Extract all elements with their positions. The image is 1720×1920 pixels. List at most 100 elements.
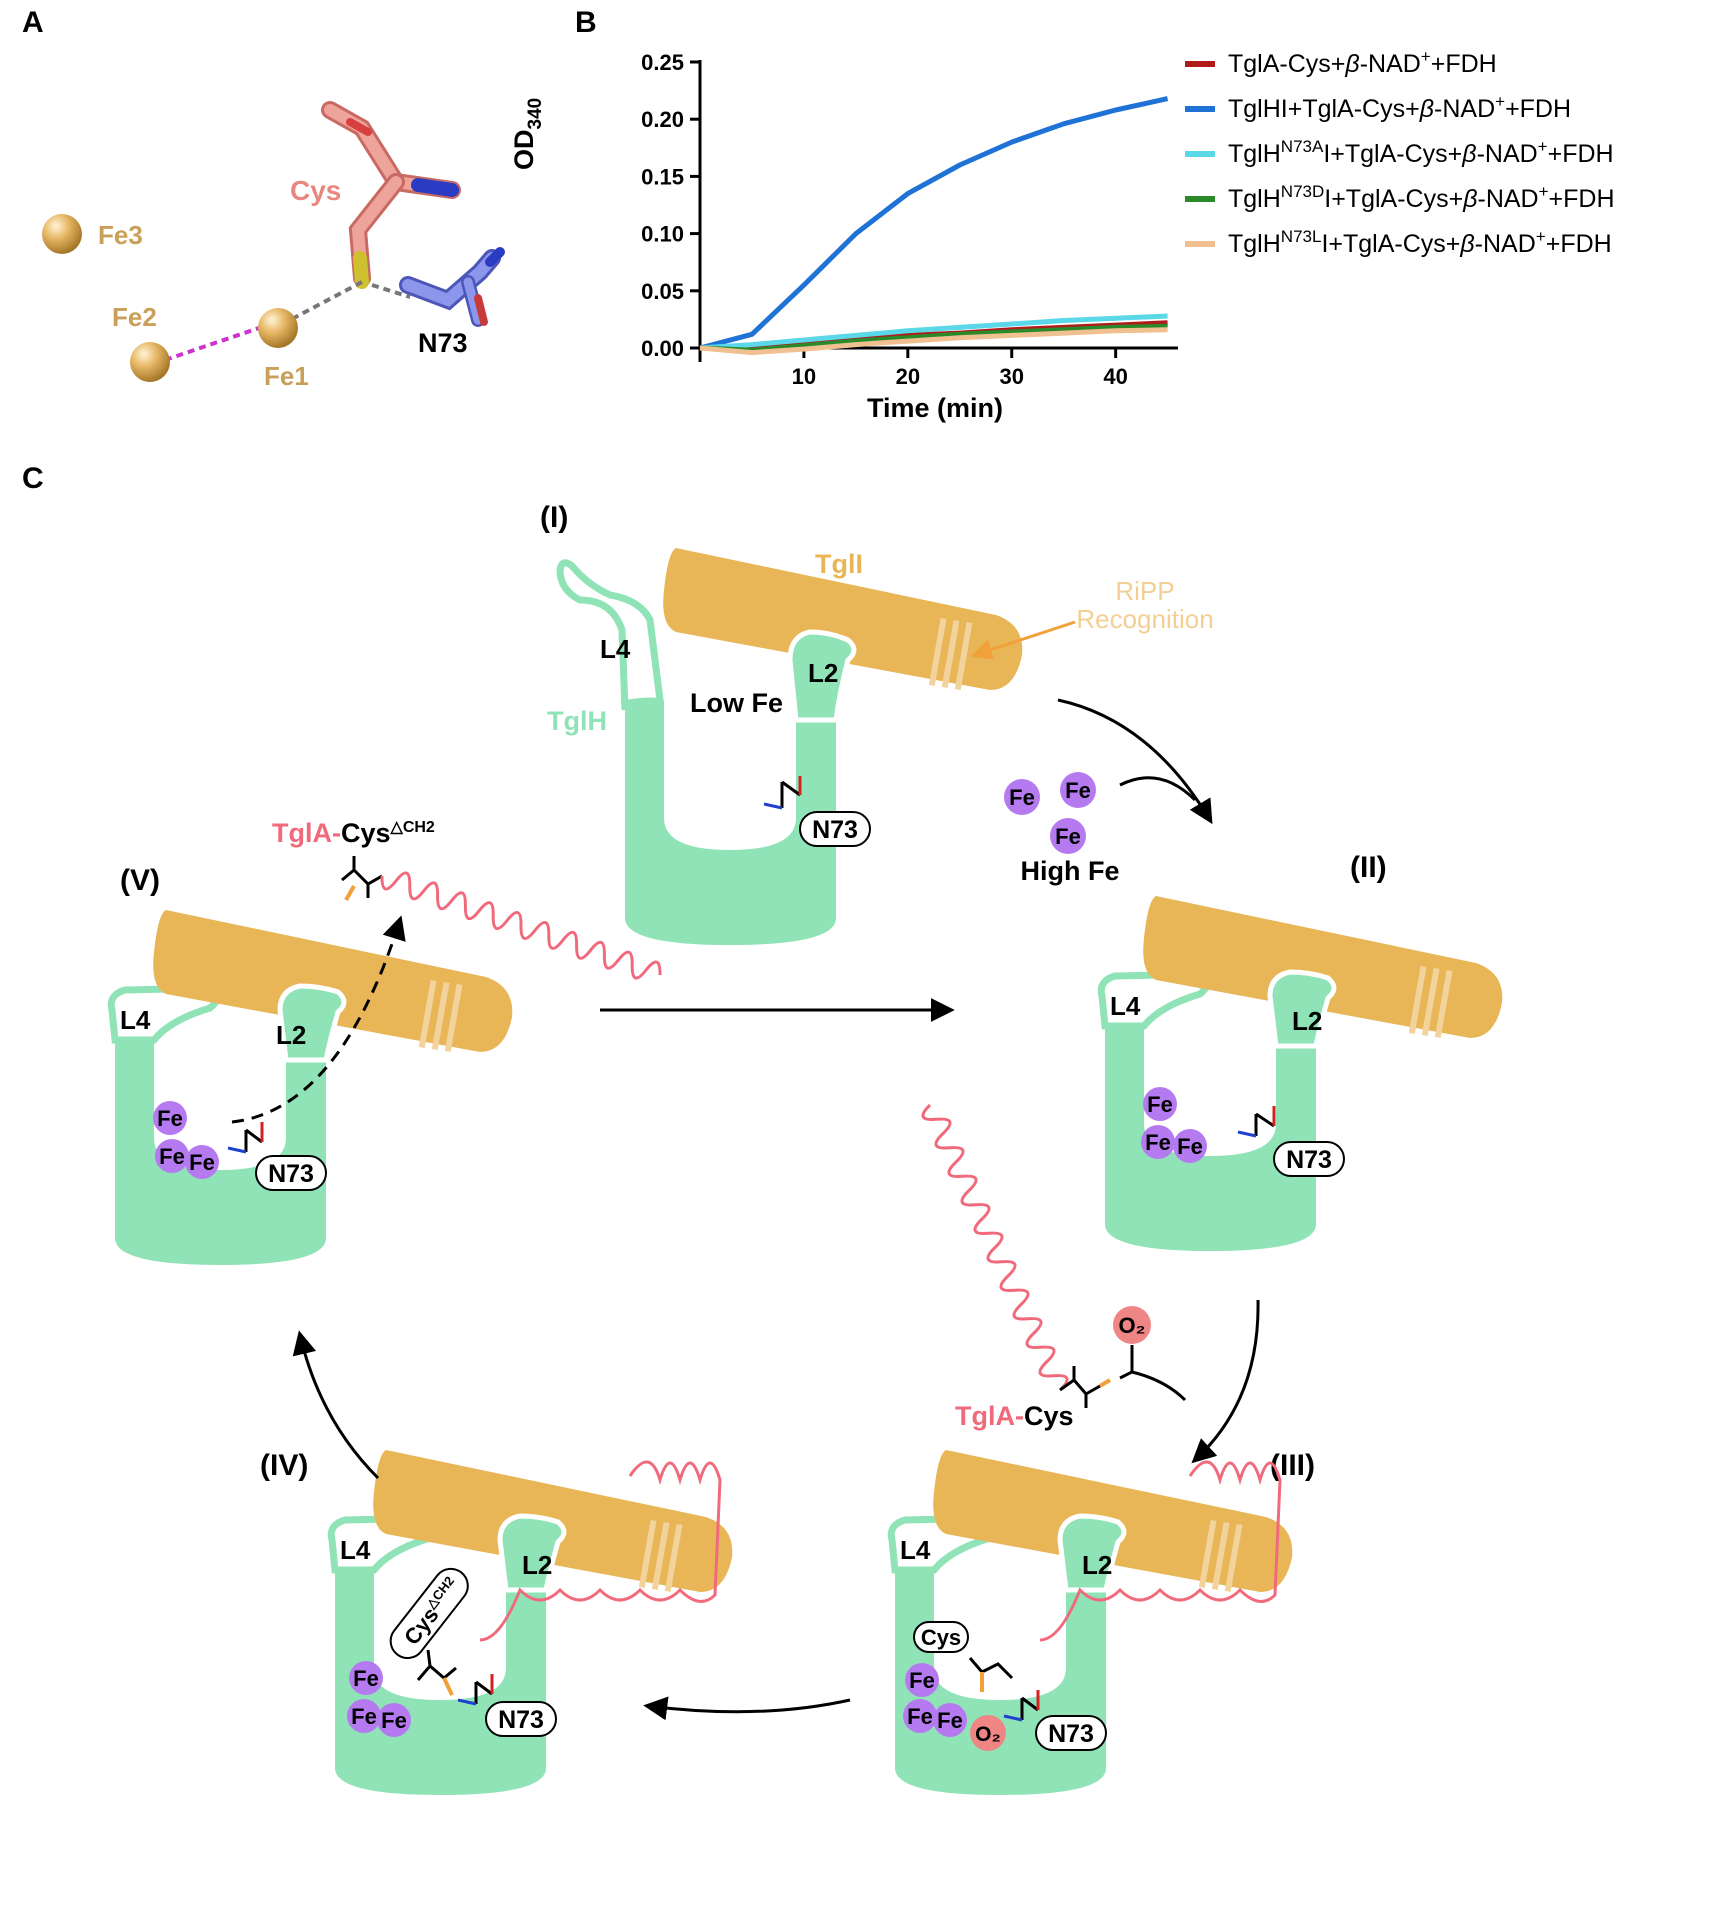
l4-loop <box>556 559 664 711</box>
state-4-label: (IV) <box>260 1449 308 1482</box>
tglI-label: TglI <box>815 549 863 579</box>
panel-a-structure: Cys Fe3 Fe2 Fe1 N73 <box>42 101 505 391</box>
l2-label: L2 <box>1082 1550 1112 1580</box>
fe2-sphere <box>130 342 170 382</box>
s-fe1-contact <box>289 280 363 322</box>
l2-label: L2 <box>276 1020 306 1050</box>
fe-ion: Fe <box>351 1704 377 1729</box>
l2-label: L2 <box>1292 1006 1322 1036</box>
legend-entry-4: TglHN73LI+TglA-Cys+β-NAD++FDH <box>1228 227 1612 258</box>
tglI-bar <box>1143 896 1503 1038</box>
state-5-label: (V) <box>120 864 160 897</box>
series-line-2 <box>699 313 1168 351</box>
tglI-bar <box>153 910 513 1052</box>
chart-legend: TglA-Cys+β-NAD++FDH TglHI+TglA-Cys+β-NAD+… <box>1185 47 1615 258</box>
tglA-chain <box>479 1460 722 1642</box>
arrow-i-to-ii <box>1057 698 1213 825</box>
l2-loop <box>1057 1513 1127 1593</box>
fe2-label: Fe2 <box>112 302 157 332</box>
l4-label: L4 <box>120 1005 151 1035</box>
legend-entry-2: TglHN73AI+TglA-Cys+β-NAD++FDH <box>1228 137 1614 168</box>
fe-ion: Fe <box>159 1144 185 1169</box>
arrow-iii-to-iv <box>643 1696 851 1721</box>
legend-entry-0: TglA-Cys+β-NAD++FDH <box>1228 47 1497 78</box>
high-fe-label: High Fe <box>1021 856 1120 886</box>
fe-ion: Fe <box>909 1668 935 1693</box>
fe-ion: Fe <box>189 1150 215 1175</box>
ripp-arrow <box>971 620 1076 660</box>
tglh-pocket <box>374 1570 506 1700</box>
tglh-pocket <box>154 1040 286 1170</box>
state-1-label: (I) <box>540 501 568 534</box>
x-tick-label: 10 <box>792 364 816 389</box>
tglA-substrate: O₂ TglA-Cys <box>921 1103 1187 1431</box>
o2-molecule <box>1113 1306 1151 1344</box>
tglA-cys-dch2-label: TglA-Cys△CH2 <box>272 818 435 848</box>
n73-residue: N73 <box>457 1674 557 1737</box>
y-tick-label: 0.10 <box>641 222 684 247</box>
state-2: (II) L4 L2 Fe Fe Fe N73 <box>1097 851 1503 1251</box>
arrow-iv-to-v <box>292 1330 380 1480</box>
n73-tag: N73 <box>498 1706 544 1734</box>
l4-label: L4 <box>600 634 631 664</box>
n73-tag: N73 <box>268 1160 314 1188</box>
panel-c-letter: C <box>22 462 44 495</box>
panel-a-letter: A <box>22 6 44 39</box>
ripp-line2: Recognition <box>1076 604 1213 634</box>
n73-residue: N73 <box>763 776 871 847</box>
l2-loop <box>277 983 347 1063</box>
x-tick-label: 40 <box>1103 364 1127 389</box>
tglH-label: TglH <box>547 706 607 736</box>
tglh-pocket <box>934 1570 1066 1700</box>
n73-tag: N73 <box>812 816 858 844</box>
tglI-bar <box>663 548 1023 690</box>
y-tick-label: 0.25 <box>641 50 684 75</box>
tglA-cys-label: TglA-Cys <box>955 1401 1074 1431</box>
y-tick-label: 0.15 <box>641 164 684 189</box>
fe-ion: Fe <box>907 1704 933 1729</box>
arrow-fe-join <box>1119 776 1197 802</box>
n73-residue: N73 <box>227 1122 327 1191</box>
l2-label: L2 <box>808 658 838 688</box>
ripp-line1: RiPP <box>1115 576 1174 606</box>
s-n73-contact <box>371 283 411 299</box>
arrow-ii-to-iii <box>1191 1299 1260 1464</box>
released-product: TglA-Cys△CH2 <box>272 818 662 980</box>
n73-stick <box>399 247 505 327</box>
panel-b-letter: B <box>575 6 597 39</box>
tglh-pocket <box>1144 1026 1276 1156</box>
l2-loop <box>1267 969 1337 1049</box>
n73-residue: N73 <box>1003 1690 1107 1751</box>
x-tick-label: 20 <box>896 364 920 389</box>
state-4: (IV) L4 L2 Cys△CH2 Fe Fe Fe N73 <box>260 1449 733 1795</box>
y-tick-label: 0.20 <box>641 107 684 132</box>
l2-loop <box>787 629 857 723</box>
state-5: (V) L4 L2 Fe Fe Fe N73 <box>107 864 513 1265</box>
series-line-1 <box>699 96 1169 351</box>
l2-label: L2 <box>522 1550 552 1580</box>
fe-ion: Fe <box>1145 1130 1171 1155</box>
y-axis-label: OD340 <box>509 98 546 170</box>
legend-entry-3: TglHN73DI+TglA-Cys+β-NAD++FDH <box>1228 182 1615 213</box>
fe3-label: Fe3 <box>98 220 143 250</box>
state-3: (III) L4 L2 Cys Fe Fe Fe O₂ N73 <box>887 1449 1315 1795</box>
fe1-sphere <box>258 308 298 348</box>
low-fe-label: Low Fe <box>690 688 783 718</box>
l2-loop <box>497 1513 567 1593</box>
tglA-chain <box>1039 1460 1282 1642</box>
l4-label: L4 <box>1110 991 1141 1021</box>
fe-ion: Fe <box>157 1106 183 1131</box>
legend-entry-1: TglHI+TglA-Cys+β-NAD++FDH <box>1228 92 1571 123</box>
o2-label: O₂ <box>1119 1313 1146 1338</box>
tglh-pocket <box>664 700 796 850</box>
y-tick-label: 0.05 <box>641 279 684 304</box>
x-tick-label: 30 <box>999 364 1023 389</box>
fe1-fe2-contact <box>164 325 263 362</box>
series-line-4 <box>699 327 1168 356</box>
n73-tag: N73 <box>1048 1720 1094 1748</box>
fe-ion: Fe <box>1065 778 1091 803</box>
free-fe-ions: Fe Fe Fe High Fe <box>1004 772 1120 886</box>
n73-residue: N73 <box>1237 1106 1345 1177</box>
